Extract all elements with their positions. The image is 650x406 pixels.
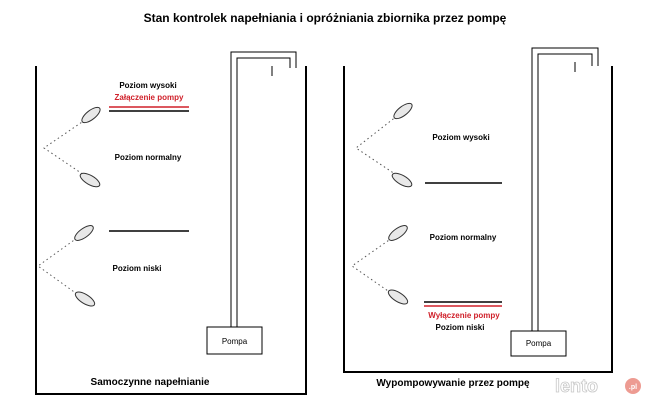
left-upper-float-cable	[43, 119, 88, 178]
right-lower-float-switch	[351, 225, 409, 305]
right-label-low: Poziom niski	[436, 323, 485, 332]
left-tank: Pompa Poziom wysoki Załączenie pompy Poz…	[35, 51, 307, 395]
right-upper-float-switch	[355, 102, 413, 188]
left-lower-float-cable	[37, 237, 78, 295]
right-pump-label: Pompa	[526, 339, 552, 348]
right-pump-pipe-inner	[537, 53, 593, 331]
left-pump-pipe	[230, 51, 297, 327]
right-pump-pipe	[531, 47, 599, 331]
left-label-pump-on: Załączenie pompy	[115, 93, 184, 102]
diagram-title: Stan kontrolek napełniania i opróżniania…	[144, 11, 507, 25]
left-lower-float	[74, 225, 94, 241]
watermark-badge	[625, 378, 641, 394]
right-label-pump-off: Wyłączenie pompy	[428, 311, 500, 320]
left-upper-float-switch	[43, 106, 101, 188]
right-lower-float-low	[387, 289, 409, 305]
right-upper-float-cable	[355, 115, 399, 177]
right-pump-box	[510, 330, 567, 357]
left-upper-float	[81, 106, 101, 124]
right-caption: Wypompowywanie przez pompę	[376, 378, 530, 389]
left-pump-pipe-inner	[236, 57, 291, 327]
right-lower-float-cable	[351, 237, 393, 294]
left-label-normal: Poziom normalny	[115, 153, 182, 162]
left-label-low: Poziom niski	[113, 264, 162, 273]
left-upper-float-low	[79, 172, 101, 188]
watermark-badge-text: .pl	[629, 384, 637, 391]
left-lower-float-low	[74, 291, 96, 307]
left-pump-box	[206, 326, 263, 355]
left-tank-walls	[35, 66, 307, 395]
left-pump-label: Pompa	[222, 337, 248, 346]
right-upper-float-low	[391, 172, 413, 188]
watermark-text: lento	[555, 376, 598, 396]
left-lower-float-switch	[37, 225, 96, 307]
right-tank-walls	[343, 66, 613, 373]
lento-watermark: lento .pl	[555, 376, 641, 396]
right-label-normal: Poziom normalny	[430, 233, 497, 242]
right-label-high: Poziom wysoki	[432, 133, 489, 142]
right-upper-float	[393, 102, 413, 120]
right-tank: Pompa Poziom wysoki Poziom normalny Wyłą…	[343, 47, 613, 373]
left-label-high: Poziom wysoki	[119, 81, 176, 90]
right-lower-float	[388, 225, 408, 241]
left-caption: Samoczynne napełnianie	[91, 377, 210, 388]
